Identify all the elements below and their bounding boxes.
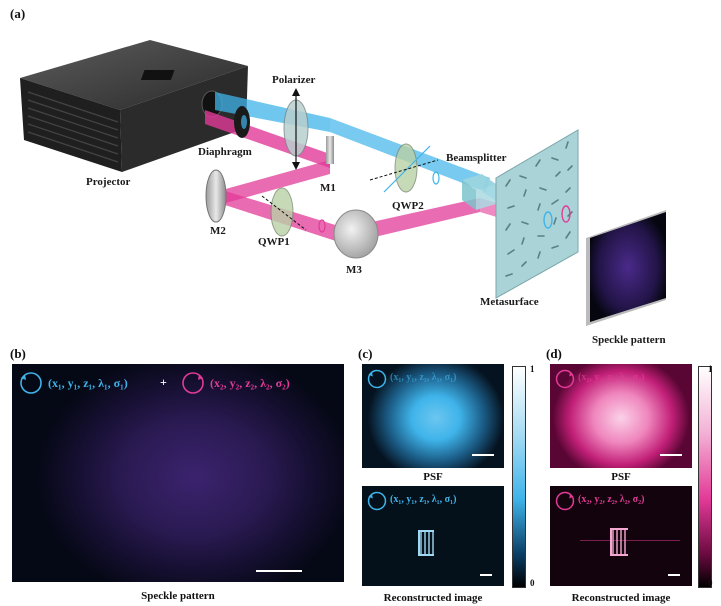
magenta-rotation-icon [554, 490, 576, 512]
label-diaphragm: Diaphragm [198, 146, 252, 158]
optical-setup-diagram [0, 0, 721, 340]
formula-c-top: (x₁, y₁, z₁, λ₁, σ₁) [390, 372, 456, 383]
caption-b: Speckle pattern [12, 590, 344, 602]
reconstructed-image-d: (x₂, y₂, z₂, λ₂, σ₂) [550, 486, 692, 586]
reconstructed-object [418, 530, 434, 556]
scale-bar [472, 454, 494, 456]
cyan-rotation-icon [366, 490, 388, 512]
colorbar-c [512, 366, 526, 588]
psf-image-c: (x₁, y₁, z₁, λ₁, σ₁) [362, 364, 504, 468]
magenta-rotation-icon [180, 370, 206, 396]
psf-caption-d: PSF [550, 471, 692, 483]
mirror-m2 [206, 170, 226, 222]
colorbar-d-max: 1 [708, 364, 713, 374]
mirror-m1 [326, 136, 334, 164]
label-m1: M1 [320, 182, 336, 194]
colorbar-d-min: 0 [708, 578, 713, 588]
panel-c-label: (c) [358, 346, 372, 362]
label-m2: M2 [210, 225, 226, 237]
formula-d-bottom: (x₂, y₂, z₂, λ₂, σ₂) [578, 494, 644, 505]
label-speckle-pattern: Speckle pattern [592, 334, 666, 346]
colorbar-c-max: 1 [530, 364, 535, 374]
caption-c: Reconstructed image [356, 592, 510, 604]
cyan-rotation-icon [366, 368, 388, 390]
plus-sign: + [160, 375, 167, 390]
psf-image-d: (x₂, y₂, z₂, λ₂, σ₂) [550, 364, 692, 468]
label-projector: Projector [86, 176, 130, 188]
label-m3: M3 [346, 264, 362, 276]
colorbar-d [698, 366, 712, 588]
mirror-m3 [334, 210, 378, 258]
diaphragm [234, 106, 250, 138]
label-qwp1: QWP1 [258, 236, 290, 248]
metasurface [496, 130, 578, 298]
label-beamsplitter: Beamsplitter [446, 152, 506, 164]
speckle-screen [586, 210, 666, 326]
panel-d-label: (d) [546, 346, 562, 362]
scale-bar [256, 570, 302, 572]
cyan-rotation-icon [18, 370, 44, 396]
reconstructed-streak [580, 540, 680, 541]
label-qwp2: QWP2 [392, 200, 424, 212]
formula-d-top: (x₂, y₂, z₂, λ₂, σ₂) [578, 372, 644, 383]
label-polarizer: Polarizer [272, 74, 315, 86]
formula-c-bottom: (x₁, y₁, z₁, λ₁, σ₁) [390, 494, 456, 505]
psf-caption-c: PSF [362, 471, 504, 483]
label-metasurface: Metasurface [480, 296, 539, 308]
formula-1: (x₁, y₁, z₁, λ₁, σ₁) [48, 376, 128, 391]
polarization-circle-icon [433, 172, 439, 184]
scale-bar [480, 574, 492, 576]
speckle-pattern-image: (x₁, y₁, z₁, λ₁, σ₁) + (x₂, y₂, z₂, λ₂, … [12, 364, 344, 582]
reconstructed-image-c: (x₁, y₁, z₁, λ₁, σ₁) [362, 486, 504, 586]
scale-bar [668, 574, 680, 576]
magenta-rotation-icon [554, 368, 576, 390]
panel-b-label: (b) [10, 346, 26, 362]
caption-d: Reconstructed image [544, 592, 698, 604]
colorbar-c-min: 0 [530, 578, 535, 588]
reconstructed-object [610, 528, 628, 556]
scale-bar [660, 454, 682, 456]
formula-2: (x₂, y₂, z₂, λ₂, σ₂) [210, 376, 290, 391]
